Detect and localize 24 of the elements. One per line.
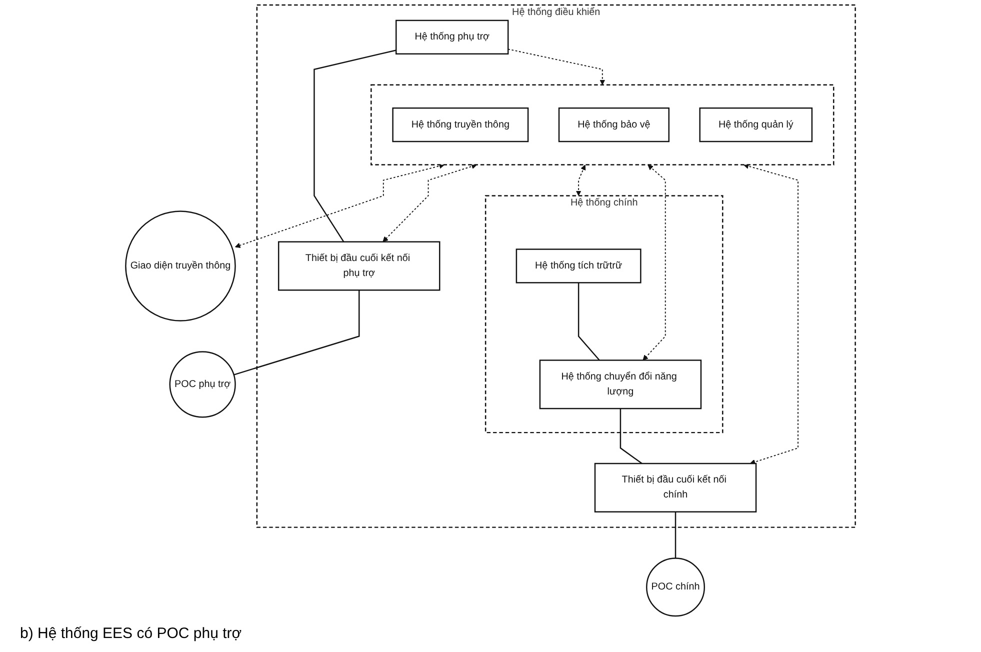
arrow — [642, 164, 666, 360]
node-box: Hệ thống phụ trợ — [396, 20, 509, 54]
connector — [314, 50, 396, 242]
node-box: Hệ thống truyền thông — [392, 107, 529, 142]
arrow — [508, 48, 606, 86]
arrow — [382, 164, 477, 242]
connector — [620, 408, 642, 464]
node-box: Thiết bị đầu cuối kết nối phụ trợ — [278, 241, 440, 291]
connector — [674, 512, 676, 558]
node-circle: Giao diện truyền thông — [125, 210, 236, 322]
node-box: Hệ thống bảo vệ — [558, 107, 670, 142]
caption: b) Hệ thống EES có POC phụ trợ — [20, 625, 242, 642]
node-box: Hệ thống chuyển đổi năng lượng — [539, 360, 702, 410]
node-box: Thiết bị đầu cuối kết nối chính — [594, 462, 757, 512]
node-box: Hệ thống tích trữtrữ — [516, 248, 642, 284]
node-circle: POC chính — [646, 558, 706, 617]
node-circle: POC phụ trợ — [169, 351, 236, 418]
arrow — [235, 163, 445, 248]
connector — [234, 290, 360, 376]
node-box: Hệ thống quản lý — [699, 107, 813, 142]
connector — [578, 282, 600, 361]
cluster — [370, 84, 834, 166]
arrow — [576, 164, 586, 196]
arrow — [743, 164, 798, 465]
